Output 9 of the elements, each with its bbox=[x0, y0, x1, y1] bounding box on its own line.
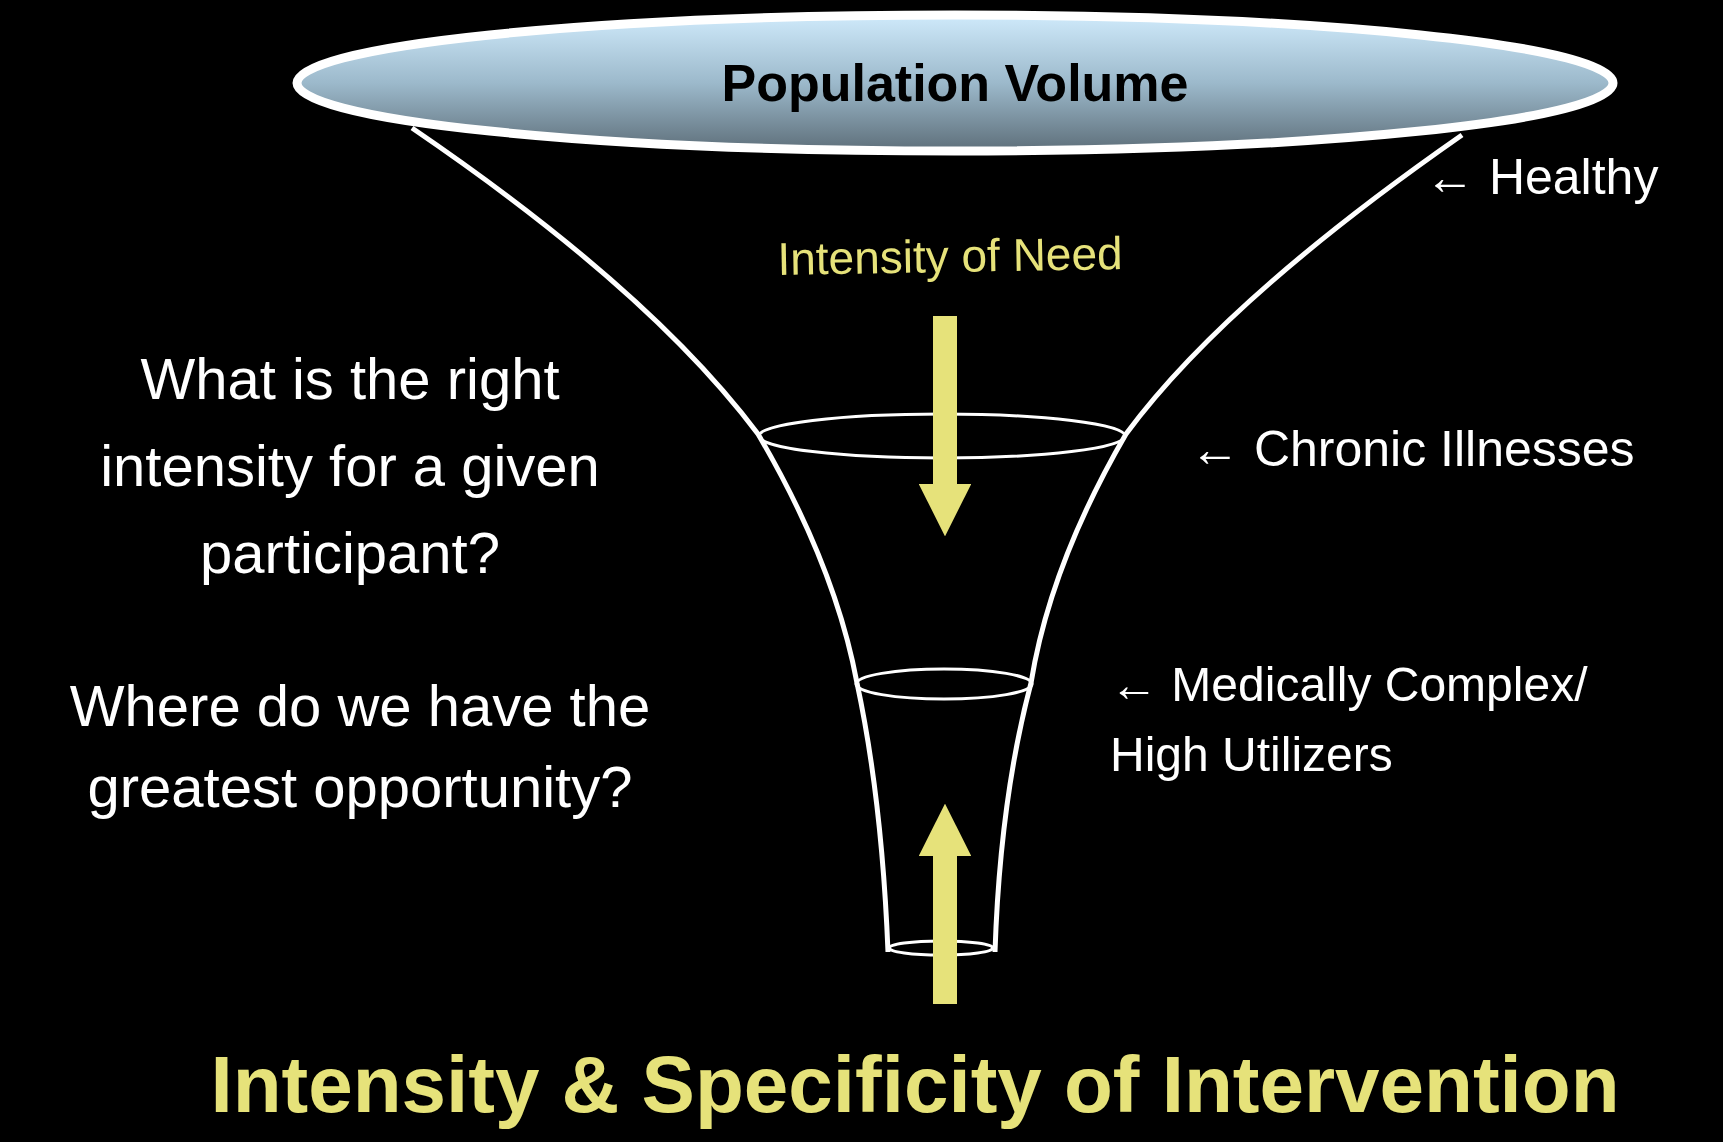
axis-label: Intensity & Specificity of Intervention bbox=[209, 1039, 1621, 1131]
axis-label: Intensity of Need bbox=[775, 226, 1124, 287]
question-text: Where do we have the greatest opportunity? bbox=[68, 672, 652, 822]
ellipse-title: Population Volume bbox=[721, 53, 1189, 114]
level-label: ← Healthy bbox=[1425, 148, 1660, 207]
level-label: ← Medically Complex/ High Utilizers bbox=[1110, 657, 1589, 783]
level-label: ← Chronic Illnesses bbox=[1190, 420, 1636, 479]
population-ellipse bbox=[290, 8, 1620, 158]
question-text: What is the right intensity for a given participant? bbox=[99, 345, 601, 587]
